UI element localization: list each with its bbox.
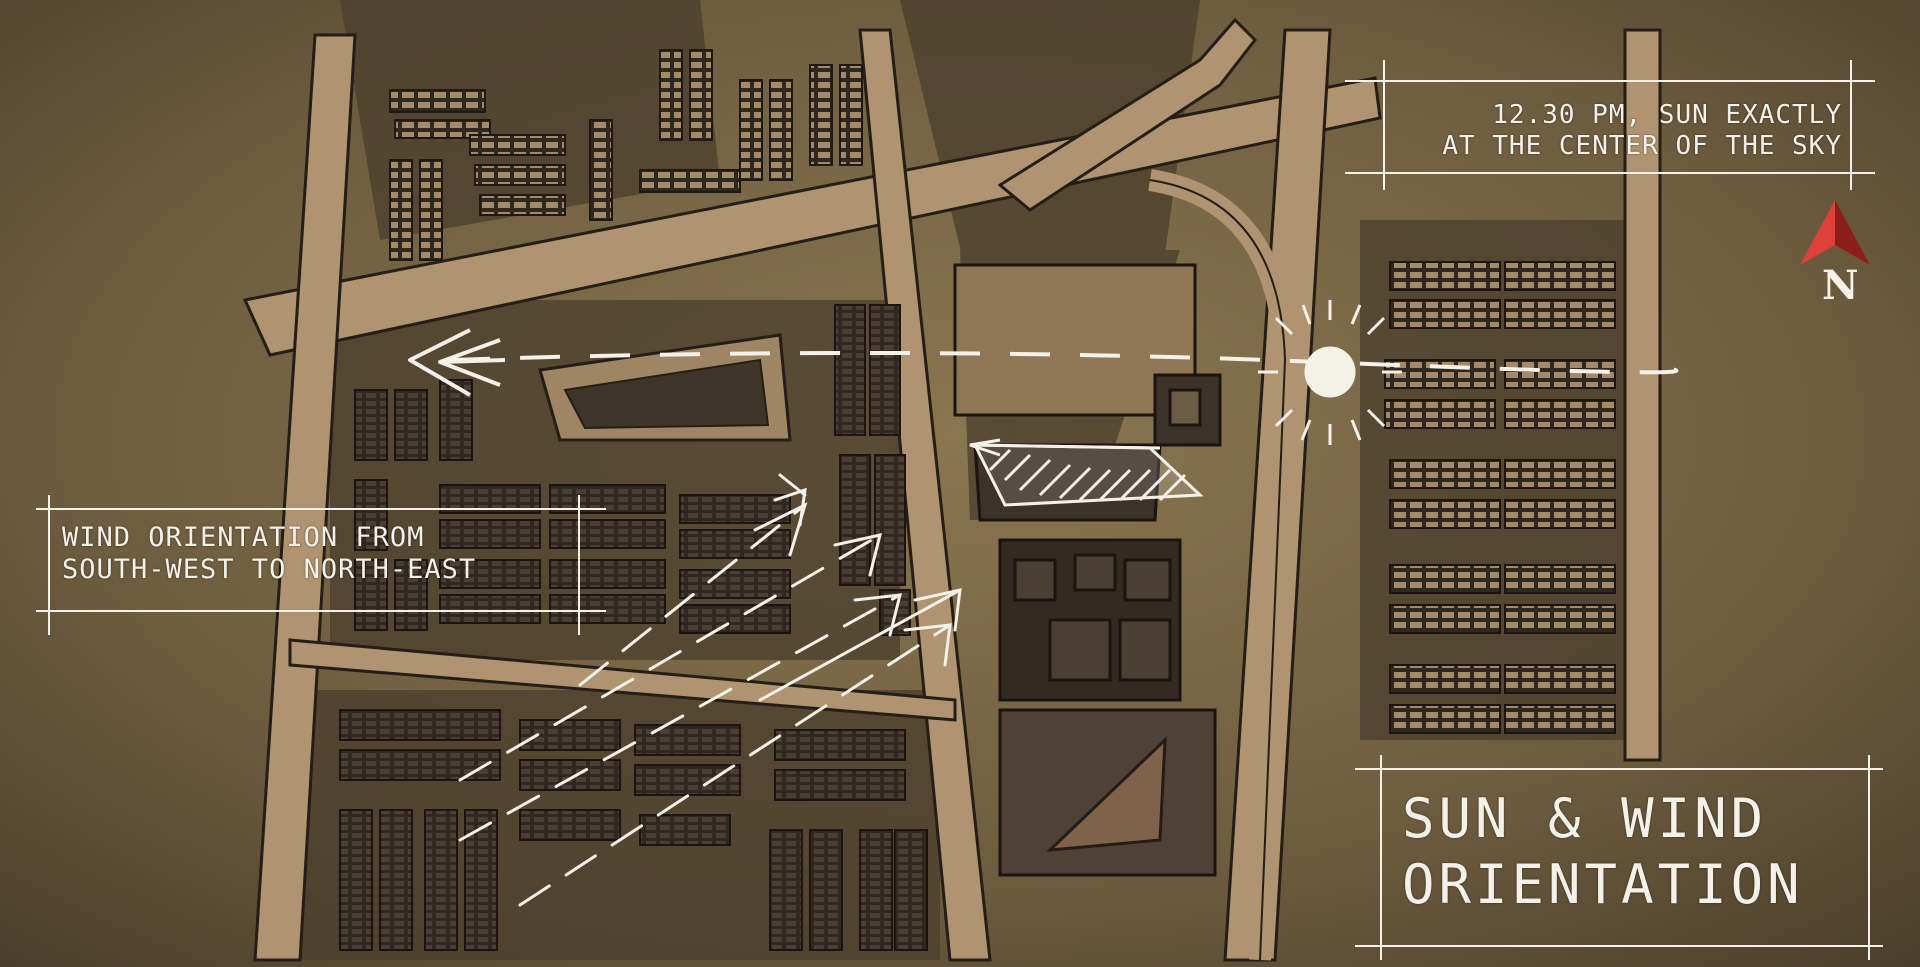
- wind-note-line1: WIND ORIENTATION FROM: [62, 522, 425, 553]
- south-horizontal-road: [288, 638, 957, 722]
- sun-note-tick: [1383, 60, 1385, 190]
- wind-arrow-icon: [578, 503, 807, 687]
- south-residential-blocks: [339, 709, 928, 951]
- wind-hatch-arrow-icon: [969, 438, 1204, 507]
- wind-note-tick: [48, 495, 50, 635]
- west-vertical-road: [253, 33, 357, 962]
- north-label: N: [1822, 262, 1859, 309]
- wind-note-line2: SOUTH-WEST TO NORTH-EAST: [62, 554, 477, 586]
- loop-inner-plot: [563, 358, 770, 430]
- wind-arrow-icon: [458, 593, 902, 842]
- central-vertical-road: [858, 28, 992, 962]
- wind-note-frame: [36, 508, 606, 612]
- title-frame: [1355, 768, 1883, 947]
- flyover-road: [997, 17, 1257, 212]
- sun-note-frame: [1345, 80, 1875, 174]
- wind-arrows: [458, 473, 962, 907]
- sun-note-line1: 12.30 PM, SUN EXACTLY: [1492, 100, 1842, 130]
- east-housing-blocks: [1384, 261, 1616, 734]
- map-title: SUN & WIND ORIENTATION: [1402, 786, 1804, 918]
- wind-note: WIND ORIENTATION FROM SOUTH-WEST TO NORT…: [62, 522, 476, 587]
- wind-arrow-icon: [758, 588, 962, 702]
- north-arrow-icon: [1800, 200, 1870, 265]
- wind-arrow-icon: [518, 623, 952, 907]
- north-housing-blocks: [389, 49, 863, 261]
- sun-icon: [1258, 300, 1402, 445]
- civic-complex: [953, 263, 1222, 877]
- sun-path-line: [449, 350, 1679, 375]
- far-east-road: [1623, 28, 1662, 762]
- sun-note-line2: AT THE CENTER OF THE SKY: [1442, 131, 1842, 162]
- sun-note: 12.30 PM, SUN EXACTLY AT THE CENTER OF T…: [1442, 100, 1842, 162]
- sun-note-tick: [1850, 60, 1852, 190]
- sun-path-arrow-icon: [408, 328, 506, 397]
- title-line2: ORIENTATION: [1402, 852, 1804, 916]
- title-tick: [1380, 755, 1382, 960]
- west-residential-blocks: [354, 304, 911, 636]
- title-line1: SUN & WIND: [1402, 787, 1768, 850]
- title-tick: [1868, 755, 1870, 960]
- wind-note-tick: [578, 495, 580, 635]
- wind-arrow-icon: [458, 533, 882, 782]
